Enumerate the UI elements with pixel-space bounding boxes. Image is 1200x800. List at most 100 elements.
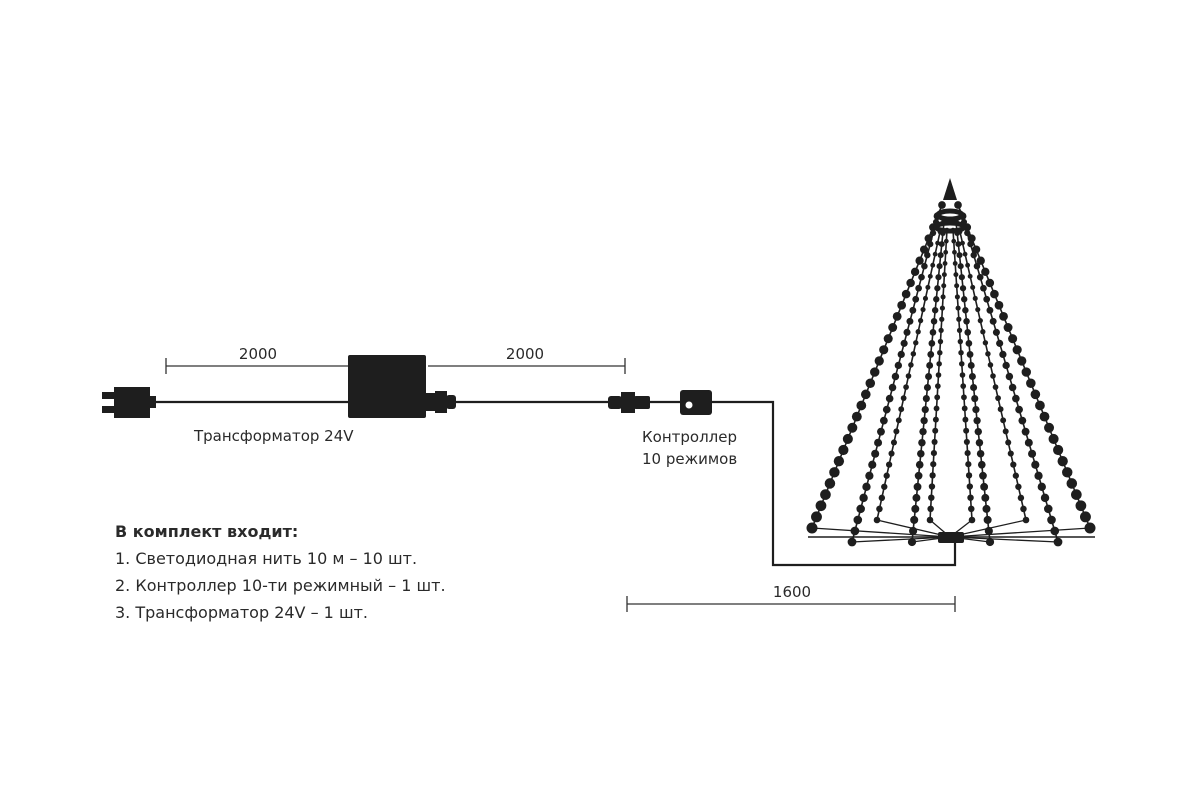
led-bulb	[1066, 478, 1078, 489]
led-bulb	[924, 251, 931, 259]
led-bulb	[878, 494, 886, 502]
led-bulb	[985, 537, 995, 547]
led-bulb	[952, 261, 958, 266]
led-bulb	[930, 461, 937, 468]
led-bulb	[980, 329, 986, 335]
led-bulb	[922, 295, 928, 302]
led-bulb	[1022, 516, 1030, 524]
led-bulb	[920, 306, 926, 313]
led-bulb	[903, 328, 911, 336]
led-bulb	[851, 411, 862, 422]
led-bulb	[842, 433, 853, 444]
led-bulb	[965, 461, 972, 468]
led-bulb	[954, 283, 960, 289]
led-bulb	[806, 522, 818, 534]
led-bulb	[934, 394, 941, 401]
led-bulb	[935, 383, 941, 389]
led-bulb	[1075, 500, 1087, 512]
led-bulb	[975, 438, 984, 447]
led-bulb	[967, 273, 973, 279]
led-bulb	[1040, 493, 1050, 503]
led-bulb	[820, 489, 831, 500]
led-bulb	[865, 471, 874, 480]
led-bulb	[847, 537, 857, 547]
led-bulb	[942, 261, 948, 266]
led-bulb	[915, 460, 924, 469]
led-bulb	[1044, 422, 1055, 433]
led-bulb	[1008, 334, 1018, 344]
led-bulb	[933, 296, 940, 303]
led-bulb	[960, 383, 967, 389]
led-bulb	[928, 340, 936, 347]
led-bulb	[959, 372, 966, 378]
led-bulb	[1010, 461, 1017, 468]
led-bulb	[935, 240, 940, 246]
led-bulb	[990, 373, 996, 379]
led-bulb	[975, 306, 981, 313]
led-bulb	[919, 245, 929, 254]
led-bulb	[892, 311, 902, 321]
led-bulb	[936, 263, 943, 270]
led-bulb	[937, 252, 944, 259]
led-bulb	[919, 427, 927, 436]
led-bulb	[931, 438, 938, 445]
tree-top-icon	[943, 178, 957, 200]
led-bulb	[931, 307, 939, 314]
led-bulb	[873, 516, 881, 524]
led-bulb	[865, 378, 876, 388]
led-bulb	[886, 461, 893, 468]
led-bulb	[871, 449, 880, 458]
led-bulb	[941, 283, 947, 289]
led-bulb	[933, 405, 940, 412]
led-bulb	[938, 201, 946, 209]
led-bulb	[962, 307, 969, 314]
led-bulb	[870, 367, 880, 377]
led-bulb	[815, 500, 827, 512]
led-bulb	[956, 316, 962, 322]
led-bulb	[877, 427, 885, 436]
led-bulb	[1053, 444, 1064, 456]
led-bulb	[1031, 460, 1040, 469]
package-item: 3. Трансформатор 24V – 1 шт.	[115, 603, 368, 622]
led-bulb	[937, 338, 944, 345]
led-bulb	[979, 471, 987, 480]
led-bulb	[1080, 511, 1091, 523]
strand-lead	[949, 527, 1091, 538]
led-bulb	[922, 394, 930, 403]
led-bulb	[1053, 537, 1063, 547]
tree-hub	[938, 532, 964, 543]
led-bulb	[1062, 467, 1073, 478]
led-bulb	[970, 383, 978, 392]
led-bulb	[874, 356, 884, 366]
led-bulb	[915, 256, 924, 265]
led-bulb	[926, 362, 934, 369]
led-bulb	[910, 351, 917, 357]
dimension-line-plug-transformer	[165, 358, 348, 374]
led-bulb	[955, 305, 961, 311]
led-bulb	[929, 229, 937, 237]
led-bulb	[977, 460, 986, 469]
led-bulb	[996, 339, 1004, 347]
led-bulb	[888, 323, 898, 332]
led-bulb	[968, 505, 975, 513]
led-bulb	[913, 482, 922, 491]
led-bulb	[992, 384, 999, 390]
led-bulb	[925, 372, 933, 380]
led-bulb	[1017, 356, 1027, 366]
controller-label-line1: Контроллер	[642, 428, 737, 446]
led-bulb	[964, 450, 971, 457]
led-bulb	[938, 327, 944, 334]
led-bulb	[959, 285, 967, 292]
transformer-icon	[348, 355, 456, 418]
led-bulb	[928, 494, 935, 501]
led-bulb	[905, 373, 912, 379]
led-bulb	[895, 417, 902, 424]
led-bulb	[943, 238, 949, 244]
led-bulb	[938, 241, 945, 248]
led-bulb	[985, 278, 995, 288]
led-bulb	[1047, 515, 1056, 525]
led-bulb	[967, 362, 975, 369]
led-bulb	[958, 349, 964, 356]
led-bulb	[980, 284, 987, 292]
led-tree	[806, 178, 1096, 547]
